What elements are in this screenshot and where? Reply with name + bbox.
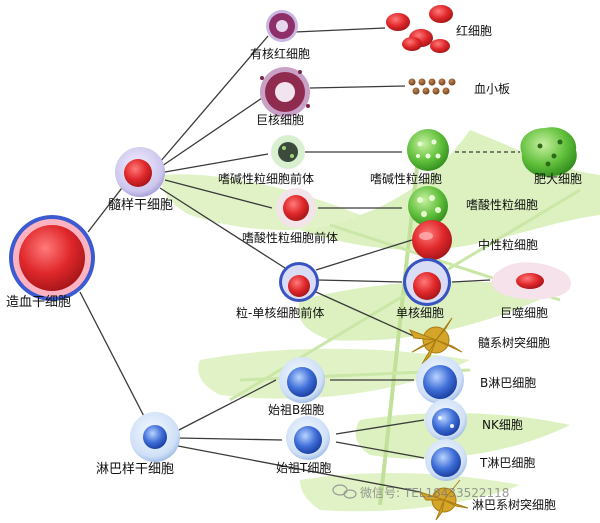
label-platelet: 血小板 [474,82,511,96]
b-lymphocyte [416,356,464,404]
eosinophil [408,186,448,226]
label-macrophage: 巨噬细胞 [500,306,549,320]
label-t-progenitor: 始祖T细胞 [276,461,332,475]
connector-lines [79,27,520,493]
label-eosinophil: 嗜酸性粒细胞 [466,198,539,212]
b-progenitor-cell [279,357,325,403]
label-basophil: 嗜碱性粒细胞 [370,172,443,186]
label-nk-cell: NK细胞 [482,418,523,432]
label-b-lymphocyte: B淋巴细胞 [480,376,537,390]
label-t-lymphocyte: T淋巴细胞 [480,456,536,470]
label-myeloid-dc: 髓系树突细胞 [478,336,551,350]
t-lymphocyte [425,439,467,481]
label-basophil-precursor: 嗜碱性粒细胞前体 [218,172,315,186]
granulocyte-monocyte-precursor [279,262,319,302]
platelets [408,78,456,95]
nucleated-rbc [266,10,298,42]
basophil [407,129,449,171]
t-progenitor-cell [286,416,330,460]
label-hematopoietic-stem-cell: 造血干细胞 [6,295,72,310]
myeloid-stem-cell [115,147,165,197]
lymphoid-dendritic-cell [418,479,469,521]
hematopoietic-stem-cell [9,215,95,301]
label-nucleated-rbc: 有核红细胞 [250,47,311,61]
label-lymphoid-stem-cell: 淋巴样干细胞 [96,462,175,477]
macrophage [491,262,572,300]
label-monocyte: 单核细胞 [396,306,445,320]
red-blood-cells [386,5,453,53]
label-lymphoid-dc: 淋巴系树突细胞 [472,498,557,512]
watermark-text: 微信号: TEL18433522118 [360,486,510,500]
myeloid-dendritic-cell [408,317,463,365]
monocyte [403,258,451,306]
mast-cell [520,127,577,177]
label-rbc: 红细胞 [456,24,493,38]
label-megakaryocyte: 巨核细胞 [256,113,305,127]
neutrophil [412,220,452,260]
nk-cell [425,399,467,441]
megakaryocyte [260,67,310,117]
label-b-progenitor: 始祖B细胞 [268,403,325,417]
chat-bubble-icon [332,484,357,499]
label-myeloid-stem-cell: 髓样干细胞 [108,198,174,213]
basophil-precursor [271,135,305,169]
label-granulo-mono-precursor: 粒-单核细胞前体 [236,306,325,320]
label-neutrophil: 中性粒细胞 [478,238,539,252]
eosinophil-precursor [276,188,316,228]
label-eosinophil-precursor: 嗜酸性粒细胞前体 [242,231,339,245]
lymphoid-stem-cell [130,412,180,462]
label-mast-cell: 肥大细胞 [534,172,583,186]
